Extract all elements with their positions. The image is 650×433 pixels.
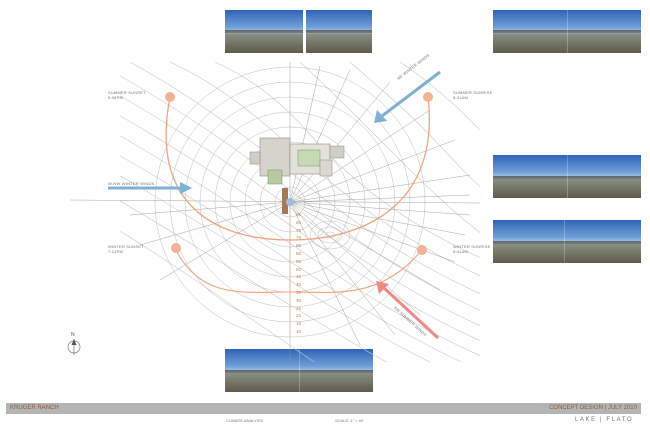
altitude-label: 70 xyxy=(296,234,308,242)
altitude-label: 65 xyxy=(296,242,308,250)
sw-summer-wind-arrow xyxy=(376,281,438,338)
altitude-label: 75 xyxy=(296,227,308,235)
w-nw-winter-winds-label: W-NW WINTER WINDS xyxy=(108,181,154,186)
summer-sunrise-marker xyxy=(423,92,433,102)
sheet-title: CLIMATE ANALYSIS xyxy=(226,418,263,423)
north-arrow-icon xyxy=(68,339,80,355)
altitude-label: 85 xyxy=(296,211,308,219)
altitude-label: 55 xyxy=(296,258,308,266)
bearing-lines xyxy=(70,62,480,362)
winter-sunset-marker xyxy=(171,243,181,253)
altitude-label: 20 xyxy=(296,312,308,320)
site-center-marker xyxy=(286,198,294,206)
project-name: KRUGER RANCH xyxy=(10,405,59,411)
altitude-label: 60 xyxy=(296,250,308,258)
north-letter: N xyxy=(71,332,75,338)
winter-sunrise-marker xyxy=(417,245,427,255)
altitude-label: 50 xyxy=(296,266,308,274)
altitude-label: 80 xyxy=(296,219,308,227)
altitude-label: 25 xyxy=(296,305,308,313)
altitude-label: 45 xyxy=(296,273,308,281)
altitude-label: 15 xyxy=(296,320,308,328)
altitude-label: 35 xyxy=(296,289,308,297)
design-stage: CONCEPT DESIGN | JULY 2010 xyxy=(549,405,637,411)
altitude-label: 10 xyxy=(296,328,308,336)
drawing-scale: SCALE: 1" = 40' xyxy=(335,418,364,423)
summer-sunset-marker xyxy=(165,92,175,102)
firm-logo: LAKE | FLATO xyxy=(575,417,633,423)
altitude-label: 40 xyxy=(296,281,308,289)
altitude-label: 30 xyxy=(296,297,308,305)
title-block-bar: KRUGER RANCH CONCEPT DESIGN | JULY 2010 xyxy=(6,403,641,414)
